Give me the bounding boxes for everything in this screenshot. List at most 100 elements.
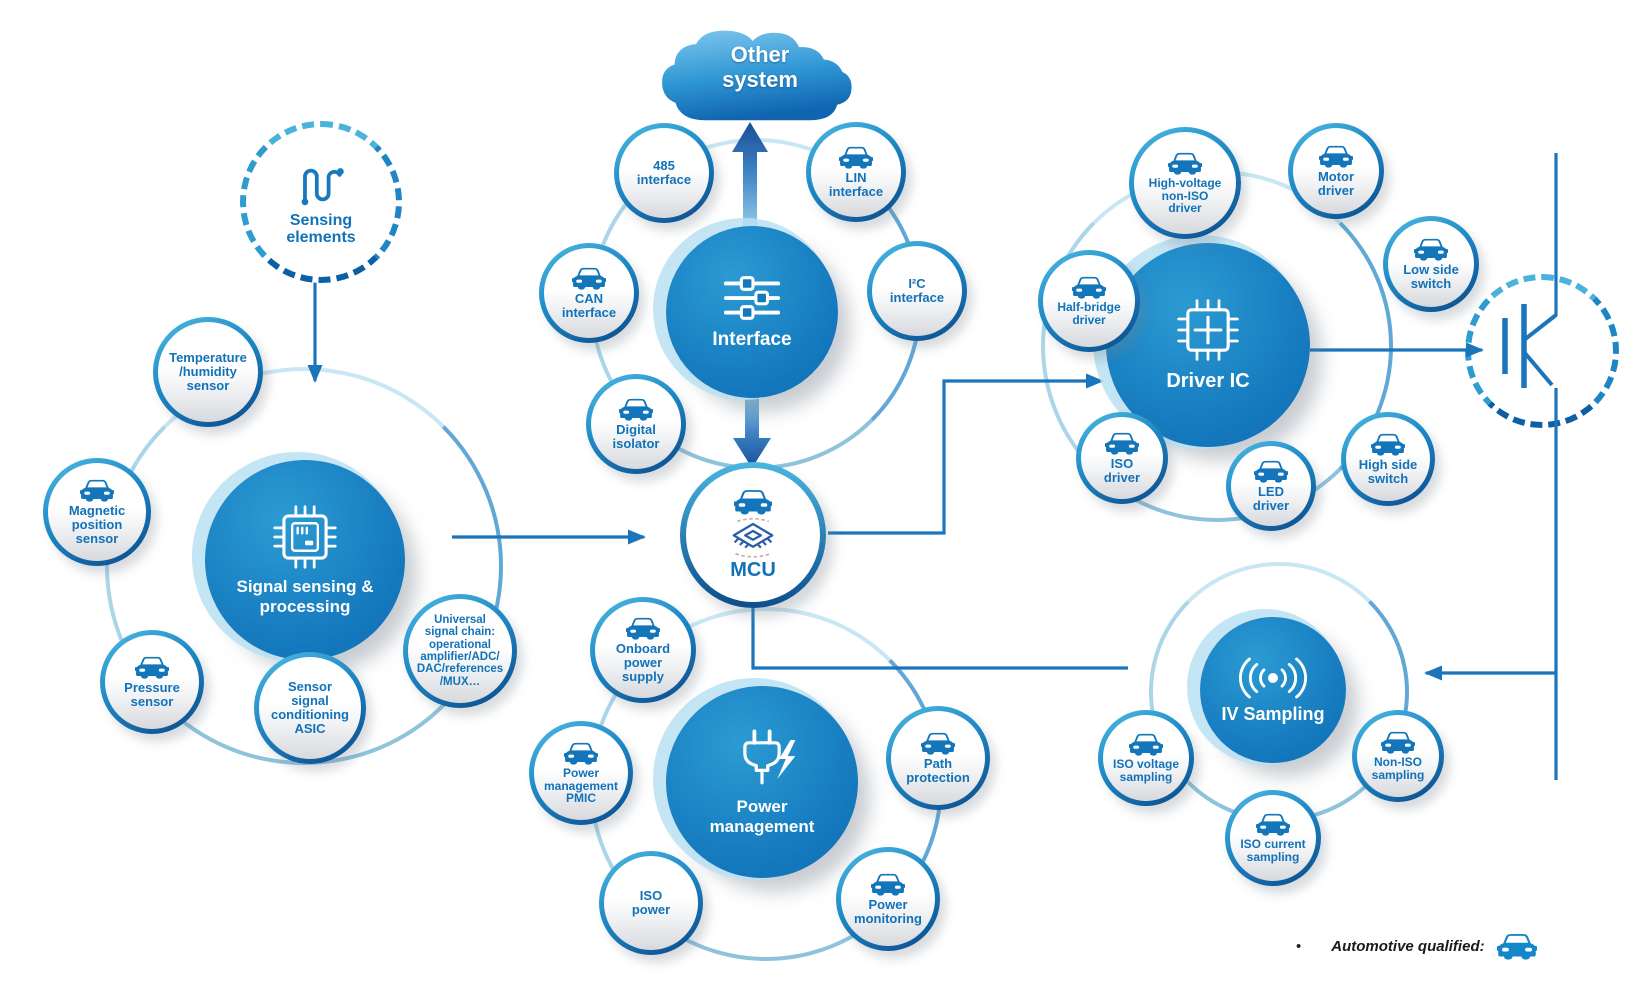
hub-label: IV Sampling: [1221, 703, 1325, 724]
sliders-icon: [723, 275, 781, 320]
automotive-qualified-car-icon: [1256, 812, 1290, 837]
sensing-elements-node: Sensing elements: [240, 121, 402, 283]
automotive-qualified-car-icon: [1371, 432, 1405, 457]
legend-label: Automotive qualified:: [1331, 938, 1485, 955]
automotive-qualified-car-icon: [1105, 431, 1139, 456]
satellite-power-management-pmic: Power management PMIC: [529, 721, 633, 825]
iv-sampling-hub: IV Sampling: [1200, 617, 1346, 763]
satellite-magnetic-position-sensor: Magnetic position sensor: [43, 458, 151, 566]
sensing-coil-icon: [301, 168, 344, 206]
satellite-lin-interface: LIN interface: [806, 122, 906, 222]
chip-icon: [273, 505, 337, 569]
node-label: ISO current sampling: [1240, 837, 1306, 864]
automotive-qualified-car-icon: [1254, 459, 1288, 484]
interface-hub: Interface: [666, 226, 838, 398]
arrow-interface-to-mcu: [733, 396, 771, 468]
hub-label: Interface: [712, 328, 792, 350]
sampling-signal-icon: [1239, 657, 1307, 699]
hub-label: Signal sensing & processing: [236, 576, 374, 616]
satellite-high-voltage-non-iso-driver: High-voltage non-ISO driver: [1129, 127, 1241, 239]
node-label: Half-bridge driver: [1057, 300, 1121, 327]
satellite-low-side-switch: Low side switch: [1383, 216, 1479, 312]
node-label: ISO power: [631, 888, 671, 917]
node-label: Path protection: [906, 756, 970, 785]
node-label: 485 interface: [636, 158, 692, 187]
automotive-qualified-car-icon: [1072, 275, 1106, 300]
automotive-qualified-car-icon: [564, 741, 598, 766]
automotive-qualified-car-icon: [1414, 237, 1448, 262]
arrow-interface-to-cloud: [732, 122, 768, 226]
signal-sensing-processing-hub: Signal sensing & processing: [205, 460, 405, 660]
automotive-qualified-car-icon: [572, 266, 606, 291]
node-label: Sensing elements: [286, 211, 356, 246]
satellite-onboard-power-supply: Onboard power supply: [590, 597, 696, 703]
node-label: Universal signal chain: operational ampl…: [416, 614, 504, 688]
satellite-sensor-signal-conditioning-asic: Sensor signal conditioning ASIC: [254, 652, 366, 764]
satellite-iso-driver: ISO driver: [1076, 412, 1168, 504]
node-label: High side switch: [1358, 457, 1418, 486]
satellite-path-protection: Path protection: [886, 706, 990, 810]
node-label: CAN interface: [561, 291, 617, 320]
automotive-qualified-car-icon: [734, 488, 772, 516]
automotive-qualified-car-icon: [135, 655, 169, 680]
other-system-cloud: [660, 24, 866, 130]
automotive-qualified-car-icon: [619, 397, 653, 422]
hub-label: Power management: [709, 796, 815, 836]
legend: • Automotive qualified:: [1296, 932, 1537, 961]
node-label: Pressure sensor: [124, 680, 180, 709]
other-system-label: Other system: [722, 42, 798, 93]
line-mcu-to-iv: [751, 608, 1128, 670]
igbt-symbol-icon: [1502, 304, 1558, 388]
cloud-shape: [662, 30, 852, 121]
automotive-qualified-car-icon: [80, 478, 114, 503]
satellite-half-bridge-driver: Half-bridge driver: [1038, 250, 1140, 352]
satellite-i2c-interface: I²C interface: [867, 241, 967, 341]
node-label: Sensor signal conditioning ASIC: [271, 679, 349, 736]
satellite-motor-driver: Motor driver: [1288, 123, 1384, 219]
satellite-digital-isolator: Digital isolator: [586, 374, 686, 474]
satellite-485-interface: 485 interface: [614, 123, 714, 223]
satellite-iso-voltage-sampling: ISO voltage sampling: [1098, 710, 1194, 806]
node-label: Motor driver: [1317, 169, 1355, 198]
satellite-temperature-humidity-sensor: Temperature /humidity sensor: [153, 317, 263, 427]
node-label: Power management PMIC: [543, 765, 619, 806]
node-label: High-voltage non-ISO driver: [1148, 175, 1222, 216]
satellite-iso-power: ISO power: [599, 851, 703, 955]
automotive-qualified-car-icon: [1319, 144, 1353, 169]
node-label: LIN interface: [828, 170, 884, 199]
legend-bullet: •: [1296, 938, 1302, 955]
automotive-qualified-car-icon: [1129, 732, 1163, 757]
arrow-mcu-to-driver: [828, 373, 1104, 535]
automotive-qualified-car-icon: [871, 872, 905, 897]
node-label: Power monitoring: [854, 897, 922, 926]
node-label: Magnetic position sensor: [68, 503, 126, 546]
automotive-qualified-car-icon: [626, 616, 660, 641]
satellite-power-monitoring: Power monitoring: [836, 847, 940, 951]
node-label: MCU: [730, 559, 776, 582]
power-plug-icon: [743, 729, 796, 785]
satellite-can-interface: CAN interface: [539, 243, 639, 343]
automotive-qualified-car-icon: [1497, 932, 1537, 961]
node-label: I²C interface: [889, 276, 945, 305]
satellite-led-driver: LED driver: [1226, 441, 1316, 531]
driver-chip-icon: [1177, 299, 1239, 361]
node-label: Temperature /humidity sensor: [169, 350, 247, 393]
automotive-qualified-car-icon: [1381, 730, 1415, 755]
node-label: Low side switch: [1403, 262, 1459, 291]
node-label: ISO voltage sampling: [1112, 757, 1180, 784]
satellite-iso-current-sampling: ISO current sampling: [1225, 790, 1321, 886]
satellite-high-side-switch: High side switch: [1341, 412, 1435, 506]
node-label: Onboard power supply: [615, 641, 671, 684]
mcu-chip-icon: [732, 518, 774, 558]
automotive-qualified-car-icon: [1168, 151, 1202, 176]
satellite-universal-signal-chain: Universal signal chain: operational ampl…: [403, 594, 517, 708]
satellite-pressure-sensor: Pressure sensor: [100, 630, 204, 734]
automotive-qualified-car-icon: [921, 731, 955, 756]
power-management-hub: Power management: [666, 686, 858, 878]
satellite-non-iso-sampling: Non-ISO sampling: [1352, 710, 1444, 802]
node-label: Non-ISO sampling: [1371, 755, 1425, 782]
mcu-node: MCU: [680, 462, 826, 608]
hub-label: Driver IC: [1166, 370, 1250, 392]
